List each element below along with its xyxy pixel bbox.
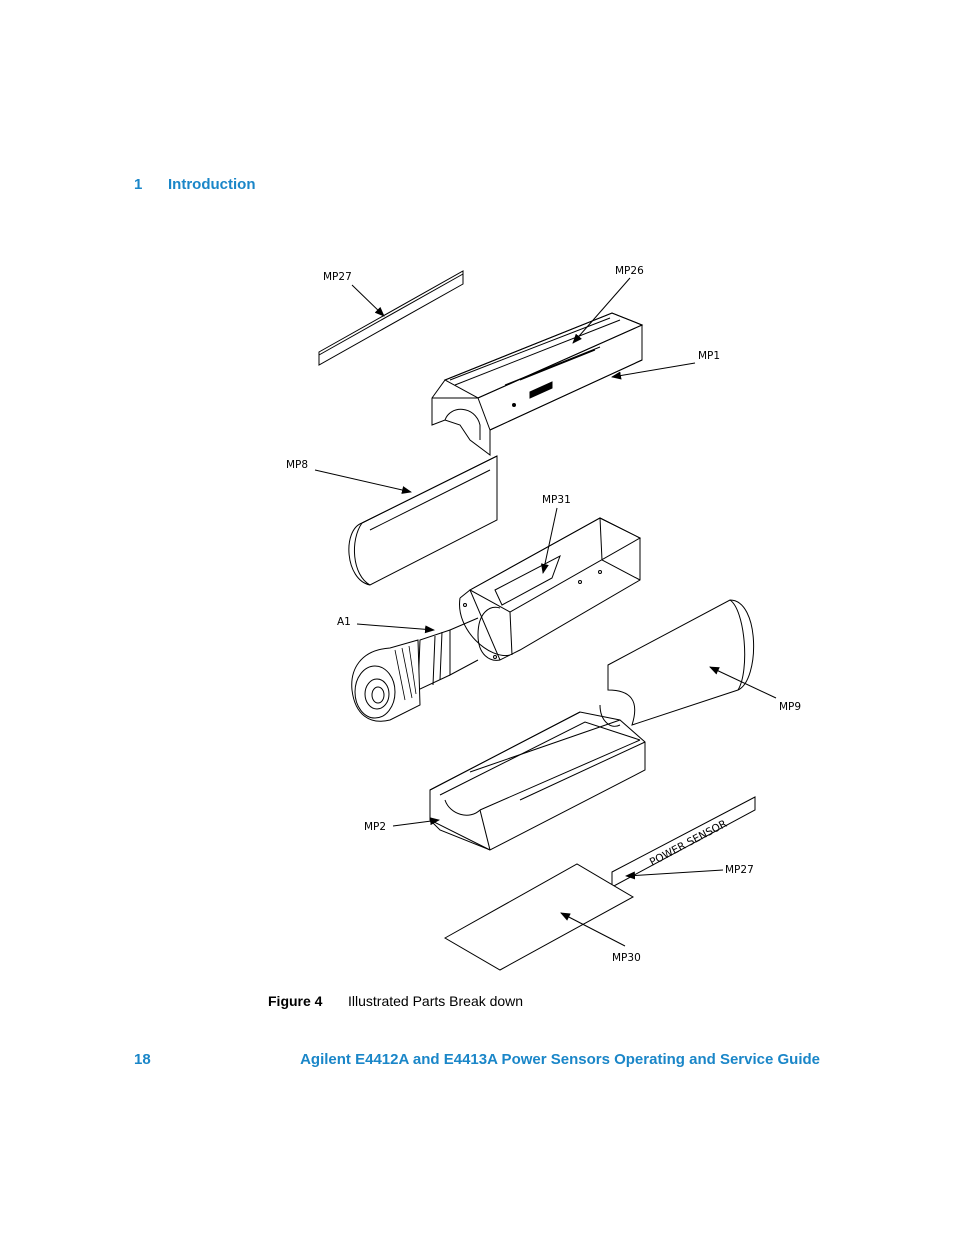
a1-sensor-body: [351, 517, 642, 722]
mp30-sheet: [443, 863, 635, 971]
mp2-bottom-housing: [429, 704, 646, 851]
label-mp26: MP26: [615, 265, 644, 277]
mp9-shield-half: [607, 599, 754, 726]
mp8-shield-half: [348, 455, 498, 586]
label-mp27-bottom: MP27: [725, 864, 754, 876]
chapter-number: 1: [134, 176, 143, 193]
parts-breakdown-figure: MP27 MP26 MP1 MP8 MP31 A1 MP9 MP2 MP27 M…: [286, 265, 801, 971]
label-mp27-top: MP27: [323, 271, 352, 283]
guide-title: Agilent E4412A and E4413A Power Sensors …: [300, 1051, 820, 1068]
label-mp2: MP2: [364, 821, 386, 833]
figure-title: Illustrated Parts Break down: [348, 993, 524, 1009]
mp27-bottom-strip: [611, 796, 756, 888]
label-mp8: MP8: [286, 459, 308, 471]
mp1-top-housing: [431, 312, 644, 456]
strip-power-sensor-text: POWER SENSOR: [648, 818, 729, 869]
figure-number: Figure 4: [268, 993, 323, 1009]
leader-lines: [314, 277, 777, 947]
label-mp9: MP9: [779, 701, 801, 713]
label-a1: A1: [337, 616, 351, 628]
chapter-title: Introduction: [168, 176, 256, 193]
label-mp1: MP1: [698, 350, 720, 362]
figure-caption: Figure 4 Illustrated Parts Break down: [268, 993, 523, 1009]
mp27-top-strip: [318, 270, 464, 366]
page-number: 18: [134, 1051, 151, 1068]
label-mp30: MP30: [612, 952, 641, 964]
label-mp31: MP31: [542, 494, 571, 506]
